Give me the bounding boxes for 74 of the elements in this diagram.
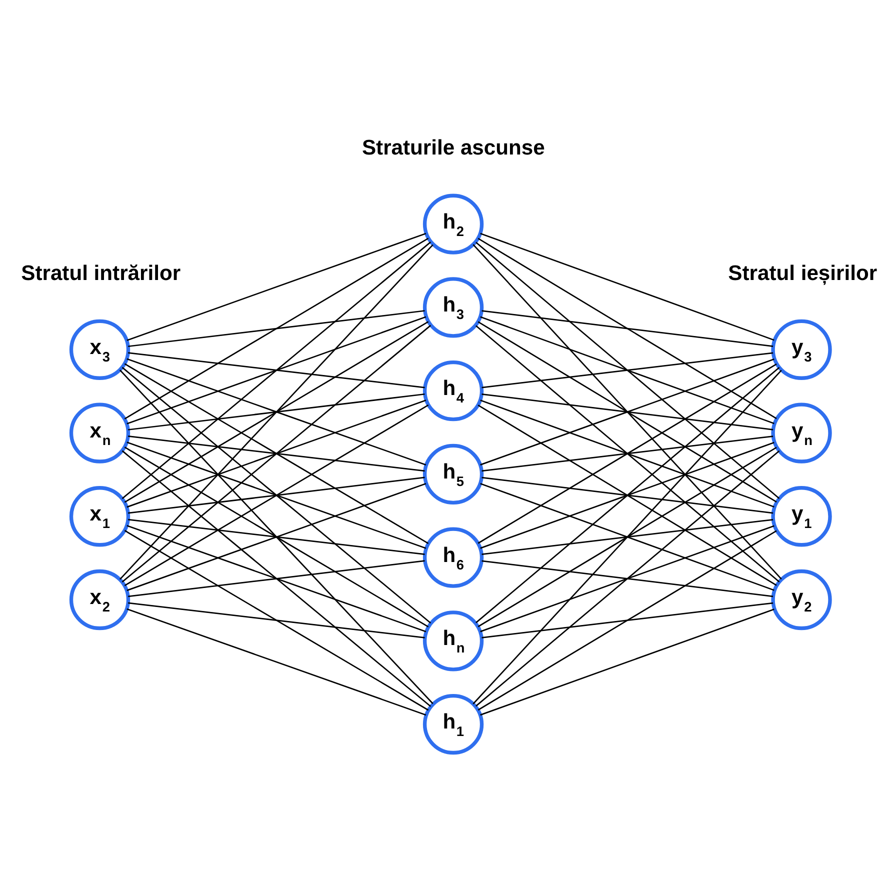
connector	[482, 352, 774, 388]
connector	[482, 518, 774, 554]
connector	[124, 446, 429, 627]
node-circle: x$_{n}$	[69, 402, 130, 463]
connector	[122, 324, 432, 582]
connector	[482, 435, 774, 472]
node-circle: y$_{1}$	[771, 486, 832, 546]
connector	[128, 435, 425, 472]
connector	[480, 399, 774, 507]
connector	[128, 602, 425, 638]
connector	[472, 369, 782, 704]
node-circle: h$_{6}$	[422, 526, 484, 588]
node-circle: h$_{5}$	[422, 443, 484, 504]
connector	[478, 530, 777, 710]
connector	[126, 524, 426, 632]
node-circle: h$_{1}$	[422, 693, 484, 754]
connector	[476, 324, 780, 582]
node-circle: h$_{2}$	[422, 193, 484, 254]
connector	[124, 529, 429, 710]
connector	[480, 316, 774, 424]
connector	[122, 366, 432, 624]
connector	[128, 352, 425, 388]
connector	[119, 369, 434, 704]
node-circle: h$_{3}$	[422, 276, 484, 338]
label: Stratul ieșirilor	[728, 262, 878, 285]
connector	[478, 446, 777, 627]
connector	[122, 241, 432, 499]
connector	[480, 482, 774, 590]
connector	[124, 362, 429, 544]
connector	[128, 560, 425, 597]
connector	[124, 237, 429, 419]
connector	[478, 237, 777, 419]
node-circle: x$_{1}$	[69, 486, 130, 546]
connector	[128, 310, 425, 347]
node-circle: y$_{3}$	[771, 318, 832, 380]
connector	[480, 608, 774, 716]
connector	[482, 602, 774, 638]
connector	[480, 524, 774, 632]
connector	[482, 560, 774, 597]
connector	[126, 482, 426, 591]
connector	[476, 450, 780, 706]
connector	[482, 310, 774, 346]
node-circle: x$_{3}$	[69, 318, 130, 380]
connector	[480, 358, 774, 465]
node-circle: y$_{n}$	[771, 402, 832, 463]
label: Stratul intrărilor	[21, 262, 181, 285]
connector	[124, 404, 429, 586]
connector	[122, 450, 432, 706]
connector	[480, 441, 774, 548]
connector	[478, 362, 777, 544]
connector	[472, 244, 782, 580]
node-circle: h$_{n}$	[422, 610, 484, 671]
connector	[480, 232, 774, 340]
connector	[119, 244, 434, 580]
label: Straturile ascunse	[362, 136, 545, 159]
connector	[478, 320, 777, 502]
node-circle: x$_{2}$	[69, 568, 130, 630]
connector	[476, 241, 780, 499]
connector	[126, 608, 426, 716]
connector	[478, 404, 777, 586]
connector	[128, 518, 425, 555]
connector	[126, 441, 426, 548]
connector	[482, 476, 774, 514]
connector	[476, 366, 780, 623]
connector	[126, 316, 426, 424]
connector	[124, 320, 429, 502]
connector	[128, 392, 425, 430]
node-circle: y$_{2}$	[771, 568, 832, 630]
connector	[126, 399, 426, 508]
node-circle: h$_{4}$	[422, 360, 484, 421]
connector	[128, 476, 425, 514]
connector	[126, 232, 426, 340]
connector	[126, 358, 426, 466]
connector	[482, 392, 774, 430]
